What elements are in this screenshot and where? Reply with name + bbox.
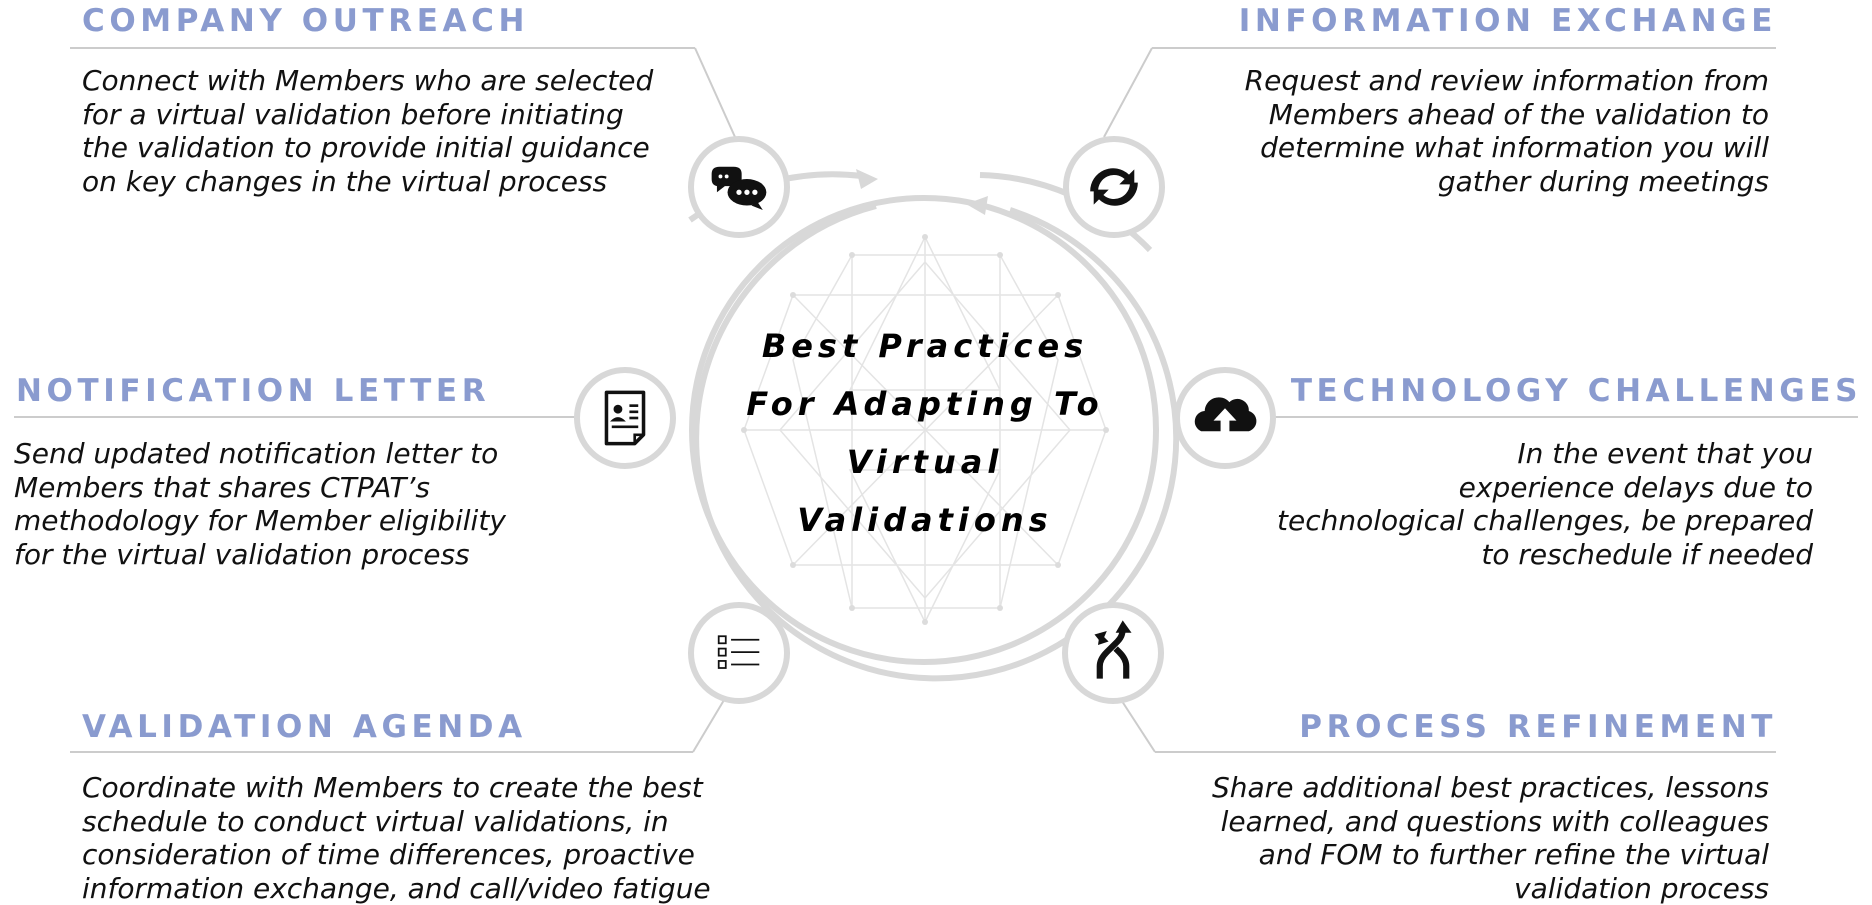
technology-challenges-line-3: technological challenges, be prepared [1277, 504, 1813, 538]
notification-letter-icon-circle [574, 367, 676, 469]
information-exchange-icon-circle [1063, 136, 1165, 238]
process-refinement-heading: PROCESS REFINEMENT [1299, 712, 1777, 743]
process-refinement-line-3: and FOM to further refine the virtual [1212, 838, 1769, 872]
technology-challenges-line-2: experience delays due to [1277, 471, 1813, 505]
information-exchange-line-4: gather during meetings [1245, 165, 1769, 199]
company-outreach-line-1: Connect with Members who are selected [82, 64, 653, 98]
validation-agenda-line-3: consideration of time differences, proac… [82, 838, 711, 872]
information-exchange-heading: INFORMATION EXCHANGE [1239, 6, 1777, 37]
sync-arrows-icon [1069, 142, 1159, 232]
information-exchange-line-3: determine what information you will [1245, 131, 1769, 165]
validation-agenda-line-1: Coordinate with Members to create the be… [82, 771, 711, 805]
notification-letter-line-1: Send updated notification letter to [14, 437, 506, 471]
company-outreach-heading: COMPANY OUTREACH [82, 6, 529, 37]
chat-bubbles-icon [694, 142, 784, 232]
technology-challenges-line-4: to reschedule if needed [1277, 538, 1813, 572]
information-exchange-description: Request and review information from Memb… [1245, 64, 1769, 198]
information-exchange-line-1: Request and review information from [1245, 64, 1769, 98]
company-outreach-line-2: for a virtual validation before initiati… [82, 98, 653, 132]
process-refinement-line-1: Share additional best practices, lessons [1212, 771, 1769, 805]
information-exchange-line-2: Members ahead of the validation to [1245, 98, 1769, 132]
company-outreach-icon-circle [688, 136, 790, 238]
process-refinement-line-2: learned, and questions with colleagues [1212, 805, 1769, 839]
validation-agenda-line-4: information exchange, and call/video fat… [82, 872, 711, 905]
center-title-line-4: Validations [715, 491, 1135, 549]
validation-agenda-description: Coordinate with Members to create the be… [82, 771, 711, 905]
cloud-upload-icon [1180, 373, 1270, 463]
company-outreach-line-3: the validation to provide initial guidan… [82, 131, 653, 165]
center-title: Best Practices For Adapting To Virtual V… [715, 317, 1135, 549]
company-outreach-line-4: on key changes in the virtual process [82, 165, 653, 199]
notification-letter-line-3: methodology for Member eligibility [14, 504, 506, 538]
crossing-arrows-icon [1068, 608, 1158, 698]
technology-challenges-icon-circle [1174, 367, 1276, 469]
center-title-line-1: Best Practices [715, 317, 1135, 375]
contact-document-icon [580, 373, 670, 463]
technology-challenges-line-1: In the event that you [1277, 437, 1813, 471]
notification-letter-description: Send updated notification letter to Memb… [14, 437, 506, 571]
validation-agenda-icon-circle [688, 602, 790, 704]
notification-letter-heading: NOTIFICATION LETTER [16, 376, 490, 407]
notification-letter-line-2: Members that shares CTPAT’s [14, 471, 506, 505]
checklist-icon [694, 608, 784, 698]
center-title-line-3: Virtual [715, 433, 1135, 491]
center-title-line-2: For Adapting To [715, 375, 1135, 433]
company-outreach-description: Connect with Members who are selected fo… [82, 64, 653, 198]
validation-agenda-heading: VALIDATION AGENDA [82, 712, 527, 743]
technology-challenges-description: In the event that you experience delays … [1277, 437, 1813, 571]
arrowhead-left [856, 169, 878, 189]
validation-agenda-line-2: schedule to conduct virtual validations,… [82, 805, 711, 839]
process-refinement-description: Share additional best practices, lessons… [1212, 771, 1769, 905]
technology-challenges-heading: TECHNOLOGY CHALLENGES [1291, 376, 1862, 407]
process-refinement-line-4: validation process [1212, 872, 1769, 905]
process-refinement-icon-circle [1062, 602, 1164, 704]
notification-letter-line-4: for the virtual validation process [14, 538, 506, 572]
